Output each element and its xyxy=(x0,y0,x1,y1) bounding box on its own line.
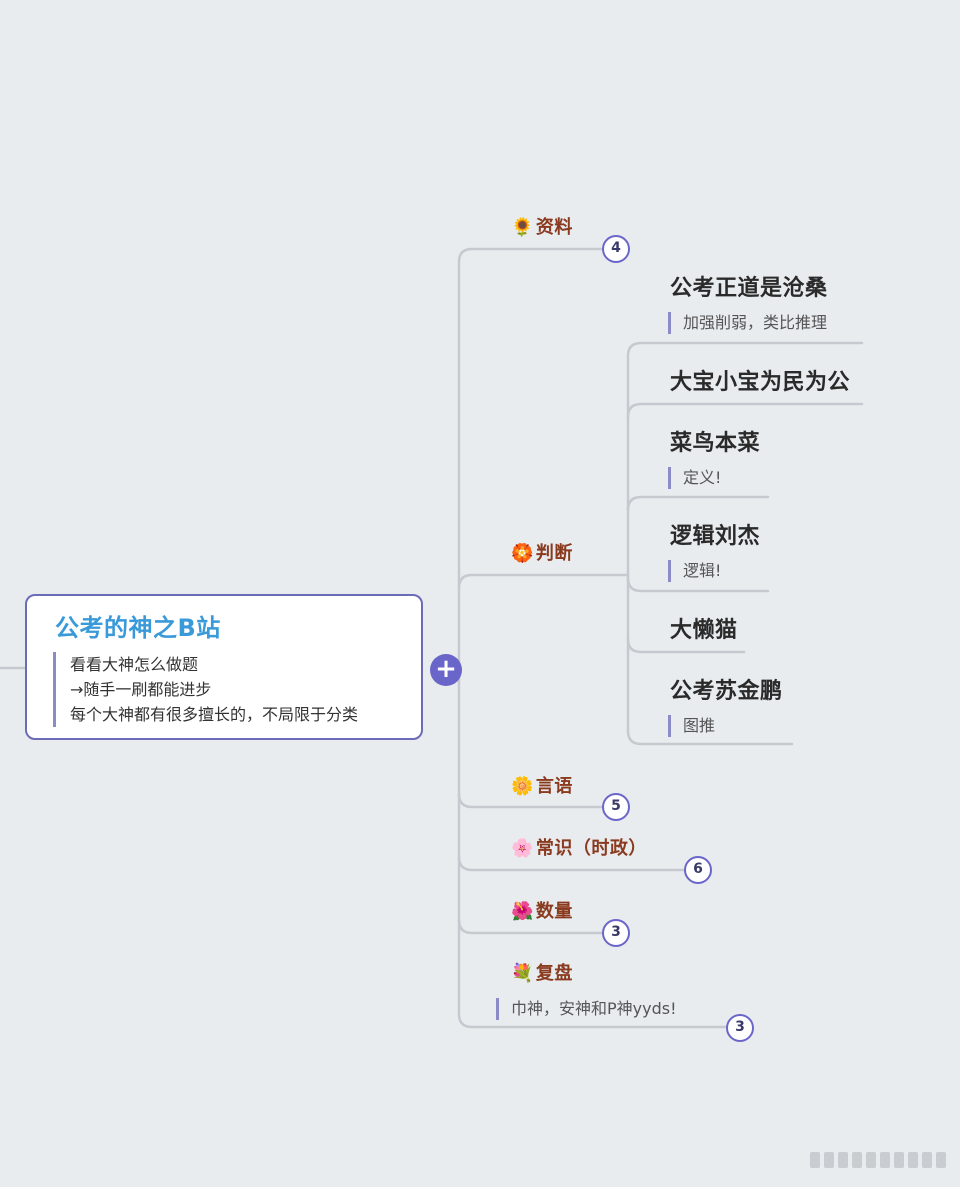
root-notes: 看看大神怎么做题 →随手一刷都能进步 每个大神都有很多擅长的，不局限于分类 xyxy=(53,652,358,727)
root-note-line: 每个大神都有很多擅长的，不局限于分类 xyxy=(70,705,359,724)
cherry-blossom-icon: 🌸 xyxy=(511,838,534,859)
category-yanyu[interactable]: 🌼言语 xyxy=(511,772,573,798)
branch-shuliang xyxy=(457,918,606,935)
main-trunk-top xyxy=(457,247,606,670)
collapsed-count-badge[interactable]: 4 xyxy=(602,235,630,263)
root-node[interactable]: 公考的神之B站 看看大神怎么做题 →随手一刷都能进步 每个大神都有很多擅长的，不… xyxy=(25,594,423,740)
branch-panduan xyxy=(457,573,630,590)
category-shuliang[interactable]: 🌺数量 xyxy=(511,897,573,923)
topic-node[interactable]: 大懒猫 xyxy=(670,618,738,643)
category-label: 常识（时政） xyxy=(535,838,647,859)
category-note: 巾神，安神和P神yyds! xyxy=(496,998,677,1020)
main-trunk-bottom xyxy=(457,666,730,1029)
sunflower-icon: 🌻 xyxy=(511,217,534,238)
flower-icon: 🏵️ xyxy=(511,543,534,564)
category-panduan[interactable]: 🏵️判断 xyxy=(511,539,573,565)
panduan-subtrunk xyxy=(626,341,864,577)
root-note-line: 看看大神怎么做题 xyxy=(70,655,199,674)
collapsed-count-badge[interactable]: 3 xyxy=(602,919,630,947)
category-ziliao[interactable]: 🌻资料 xyxy=(511,213,573,239)
branch-changshi xyxy=(457,855,688,872)
category-label: 数量 xyxy=(535,901,573,922)
category-label: 判断 xyxy=(535,543,573,564)
blossom-icon: 🌼 xyxy=(511,776,534,797)
watermark-logo xyxy=(810,1152,946,1168)
category-fupan[interactable]: 💐复盘 xyxy=(511,959,573,985)
sub-line-4 xyxy=(626,576,770,593)
branch-yanyu xyxy=(457,792,606,809)
collapsed-count-badge[interactable]: 5 xyxy=(602,793,630,821)
category-label: 资料 xyxy=(535,217,573,238)
hibiscus-icon: 🌺 xyxy=(511,901,534,922)
topic-node[interactable]: 逻辑刘杰 xyxy=(670,524,761,549)
topic-node[interactable]: 菜鸟本菜 xyxy=(670,431,761,456)
topic-note: 定义! xyxy=(668,467,721,489)
collapsed-count-badge[interactable]: 6 xyxy=(684,856,712,884)
category-label: 复盘 xyxy=(535,963,573,984)
topic-note: 加强削弱，类比推理 xyxy=(668,312,827,334)
root-note-line: →随手一刷都能进步 xyxy=(70,680,212,699)
topic-note: 图推 xyxy=(668,715,715,737)
root-title: 公考的神之B站 xyxy=(55,614,221,642)
topic-node[interactable]: 公考苏金鹏 xyxy=(670,679,783,704)
sub-line-2 xyxy=(626,402,864,419)
topic-node[interactable]: 公考正道是沧桑 xyxy=(670,276,828,301)
category-label: 言语 xyxy=(535,776,573,797)
sub-line-3 xyxy=(626,495,770,512)
panduan-subtrunk-bottom xyxy=(626,573,794,746)
expand-plus-icon[interactable]: + xyxy=(430,654,462,686)
category-changshi[interactable]: 🌸常识（时政） xyxy=(511,834,647,860)
topic-note: 逻辑! xyxy=(668,560,721,582)
topic-node[interactable]: 大宝小宝为民为公 xyxy=(670,370,851,395)
sub-line-5 xyxy=(626,637,746,654)
bouquet-icon: 💐 xyxy=(511,963,534,984)
collapsed-count-badge[interactable]: 3 xyxy=(726,1014,754,1042)
